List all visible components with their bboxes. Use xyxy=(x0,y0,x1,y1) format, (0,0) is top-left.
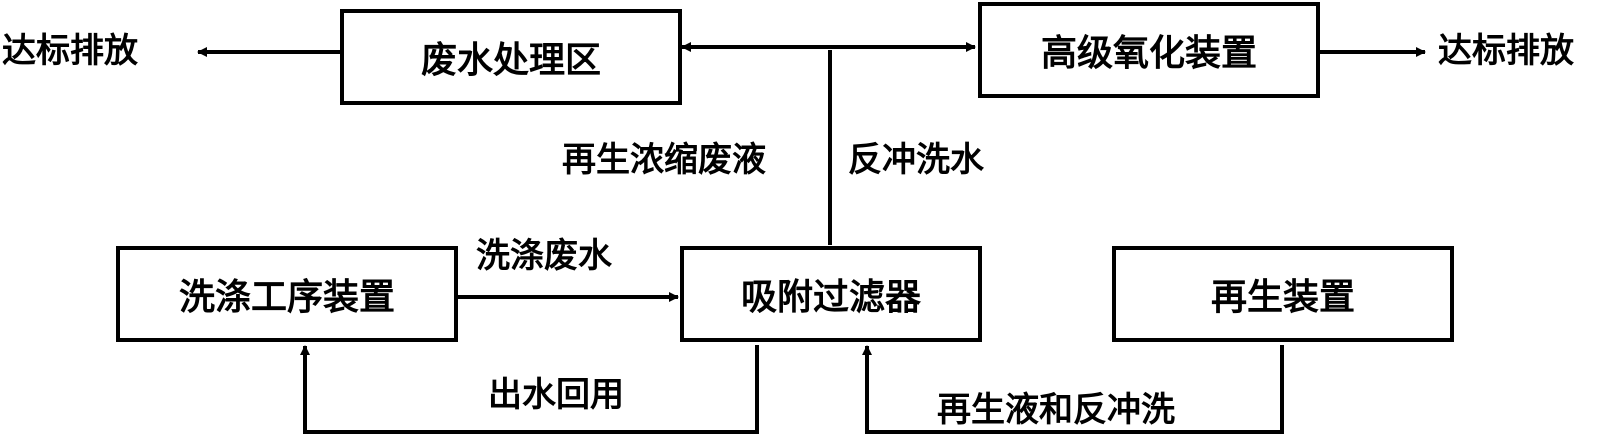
arrow-effluent-reuse xyxy=(300,345,759,434)
washing-process-label: 洗涤工序装置 xyxy=(178,277,395,318)
regeneration-unit-label: 再生装置 xyxy=(1210,277,1355,318)
washing-wastewater-label: 洗涤废水 xyxy=(476,236,612,276)
adsorption-filter-label: 吸附过滤器 xyxy=(740,277,921,318)
wastewater-treatment-label: 废水处理区 xyxy=(420,40,601,81)
regen-and-backwash-label: 再生液和反冲洗 xyxy=(937,390,1175,430)
discharge-right-label: 达标排放 xyxy=(1438,31,1574,71)
arrow-regen-to-filter xyxy=(862,345,1284,434)
advanced-oxidation-label: 高级氧化装置 xyxy=(1040,33,1257,74)
backwash-water-label: 反冲洗水 xyxy=(848,140,984,180)
effluent-reuse-label: 出水回用 xyxy=(488,375,624,415)
adsorption-filter-box: 吸附过滤器 xyxy=(680,246,982,342)
regen-concentrate-label: 再生浓缩废液 xyxy=(562,140,766,180)
advanced-oxidation-box: 高级氧化装置 xyxy=(978,2,1320,98)
discharge-left-label: 达标排放 xyxy=(2,31,138,71)
wastewater-treatment-box: 废水处理区 xyxy=(340,9,682,105)
regeneration-unit-box: 再生装置 xyxy=(1112,246,1454,342)
washing-process-box: 洗涤工序装置 xyxy=(116,246,458,342)
